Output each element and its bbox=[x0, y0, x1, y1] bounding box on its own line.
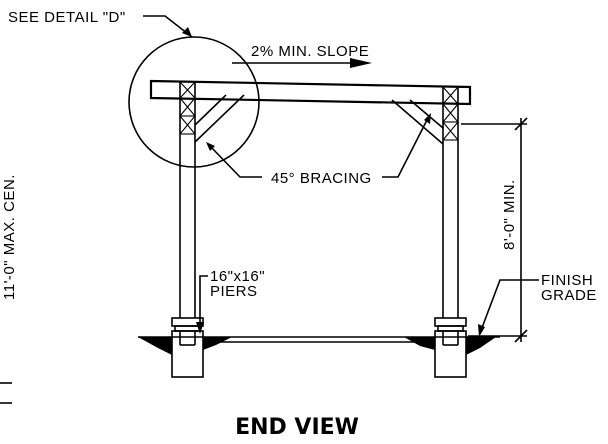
slope-label: 2% MIN. SLOPE bbox=[251, 43, 369, 60]
piers-leader bbox=[199, 275, 208, 330]
bracing-label: 45° BRACING bbox=[271, 170, 372, 187]
roof-beam bbox=[149, 79, 472, 106]
height-label: 8'-0" MIN. bbox=[501, 179, 518, 250]
bracing-arrow-left bbox=[206, 142, 215, 151]
height-tick-top bbox=[514, 117, 528, 131]
bracing-arrow-right bbox=[424, 113, 431, 124]
piers-label-line1: 16"x16" bbox=[210, 268, 265, 285]
piers-label-line2: PIERS bbox=[210, 283, 258, 300]
slope-arrowhead bbox=[350, 58, 372, 68]
view-title: END VIEW bbox=[235, 415, 359, 440]
right-footing bbox=[434, 317, 467, 378]
see-detail-leader bbox=[143, 15, 193, 38]
right-post-cross-marks bbox=[442, 86, 459, 141]
see-detail-label: SEE DETAIL "D" bbox=[8, 9, 126, 26]
finish-label-line1: FINISH bbox=[541, 272, 593, 289]
finish-label-line2: GRADE bbox=[541, 287, 597, 304]
finish-grade-arrowhead bbox=[478, 324, 485, 337]
bracing-leader-left bbox=[209, 145, 262, 178]
height-tick-bottom bbox=[514, 329, 528, 343]
right-bracing bbox=[391, 99, 444, 145]
piers-arrowhead bbox=[196, 322, 204, 334]
right-grade-hatch bbox=[404, 337, 496, 355]
see-detail-arrowhead bbox=[182, 27, 192, 37]
bracing-leader-right bbox=[382, 117, 429, 178]
left-post-cross-marks bbox=[179, 81, 196, 135]
finish-grade-leader bbox=[479, 279, 539, 334]
detail-circle bbox=[128, 36, 260, 168]
left-edge-spacing-label: 11'-0" MAX. CEN. bbox=[1, 174, 18, 300]
left-grade-hatch bbox=[138, 337, 232, 355]
left-bracing bbox=[194, 94, 245, 143]
